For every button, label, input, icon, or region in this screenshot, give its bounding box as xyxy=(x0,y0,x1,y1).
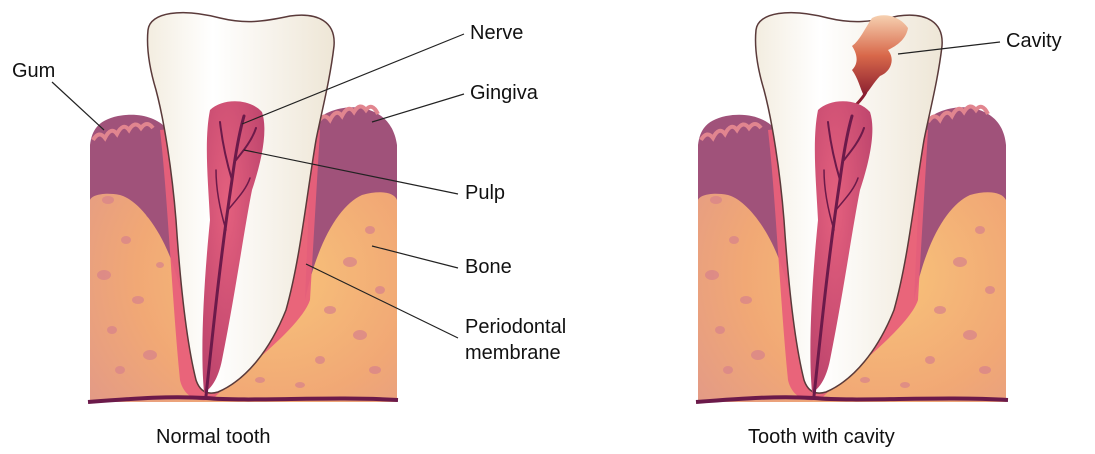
label-gingiva: Gingiva xyxy=(470,82,538,104)
gingiva-leader xyxy=(372,94,464,122)
label-pulp: Pulp xyxy=(465,182,505,204)
caption-normal-tooth: Normal tooth xyxy=(156,426,271,449)
gum-leader xyxy=(52,82,104,130)
label-periodontal: Periodontal xyxy=(465,316,566,338)
normal-tooth xyxy=(88,13,398,402)
caption-tooth-with-cavity: Tooth with cavity xyxy=(748,426,895,449)
cavity-tooth xyxy=(696,13,1008,402)
label-nerve: Nerve xyxy=(470,22,523,44)
label-gum: Gum xyxy=(12,60,55,82)
label-membrane: membrane xyxy=(465,342,561,364)
label-bone: Bone xyxy=(465,256,512,278)
label-cavity: Cavity xyxy=(1006,30,1062,52)
